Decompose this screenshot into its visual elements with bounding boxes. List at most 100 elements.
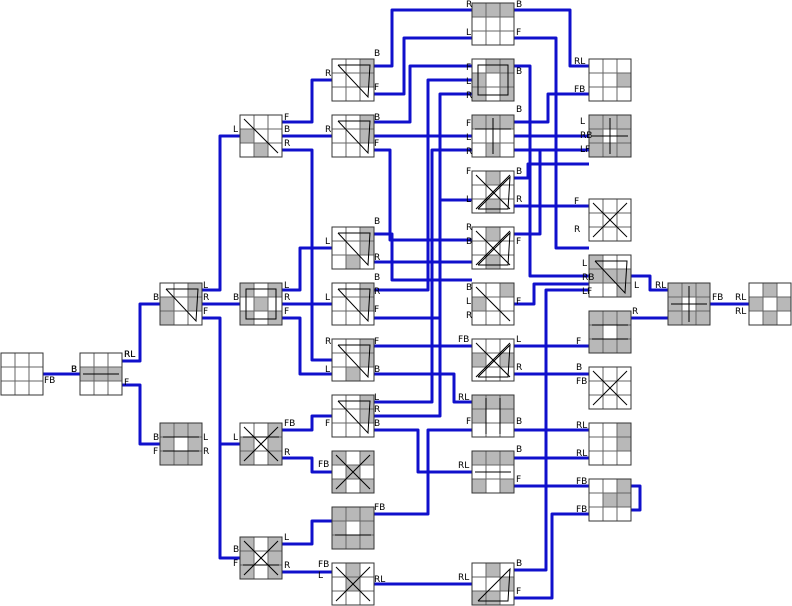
port-label: L [203, 281, 208, 291]
shaded-cell [486, 591, 500, 605]
shaded-cell [500, 115, 514, 129]
port-label: FB [374, 503, 385, 513]
shaded-cell [617, 493, 631, 507]
port-label: RL [576, 449, 587, 459]
shaded-cell [268, 437, 282, 451]
shaded-cell [668, 283, 682, 297]
shaded-cell [332, 507, 346, 521]
shaded-cell [346, 255, 360, 269]
connector-wire-35 [514, 64, 589, 278]
shaded-cell [500, 577, 514, 591]
state-node-n28 [588, 114, 632, 158]
shaded-cell [332, 535, 346, 549]
state-node-n29 [588, 58, 632, 102]
port-label: R [466, 0, 472, 10]
port-label: R [325, 337, 331, 347]
port-label: F [325, 419, 330, 429]
shaded-cell [160, 297, 174, 311]
port-label: F [466, 167, 471, 177]
shaded-cell [589, 143, 603, 157]
port-label: RL [124, 350, 135, 360]
shaded-cell [346, 563, 360, 577]
port-label: R [284, 561, 290, 571]
shaded-cell [500, 409, 514, 423]
shaded-cell [188, 297, 202, 311]
connector-wire-13 [282, 414, 332, 432]
shaded-cell [617, 283, 631, 297]
port-label: F [516, 297, 521, 307]
state-node-n23 [471, 338, 515, 382]
shaded-cell [332, 521, 346, 535]
shaded-cell [617, 143, 631, 157]
node-border [331, 226, 375, 270]
shaded-cell [240, 129, 254, 143]
port-label: R [516, 363, 522, 373]
shaded-cell [617, 311, 631, 325]
node-border [588, 58, 632, 102]
node-border [471, 450, 515, 494]
shaded-cell [486, 3, 500, 17]
node-border [239, 536, 283, 580]
shaded-cell [160, 311, 174, 325]
shaded-cell [160, 423, 174, 437]
shaded-cell [472, 591, 486, 605]
state-node-n0 [0, 352, 44, 396]
port-label: R [284, 448, 290, 458]
connector-wire-1 [122, 302, 160, 363]
shaded-cell [763, 311, 777, 325]
shaded-cell [500, 283, 514, 297]
connector-wire-15 [282, 519, 332, 546]
shaded-cell [500, 73, 514, 87]
port-label: B [516, 167, 522, 177]
node-border [471, 338, 515, 382]
shaded-cell [360, 507, 374, 521]
cross-mark [475, 342, 511, 378]
port-label: L [233, 125, 238, 135]
diagonal-mark [243, 118, 279, 154]
shaded-cell [360, 521, 374, 535]
state-node-n3 [159, 422, 203, 466]
node-border [748, 282, 792, 326]
node-border [331, 562, 375, 606]
state-node-n7 [239, 536, 283, 580]
node-border [471, 282, 515, 326]
port-label: F [374, 83, 379, 93]
port-label: L [325, 365, 330, 375]
port-label: FB [574, 85, 585, 95]
wire-layer [42, 8, 749, 600]
port-label: B [466, 283, 472, 293]
shaded-cell [617, 115, 631, 129]
shaded-cell [589, 115, 603, 129]
node-border [79, 352, 123, 396]
port-label: R [466, 223, 472, 233]
connector-wire-41 [514, 148, 589, 236]
shaded-cell [617, 479, 631, 493]
cross-mark [592, 370, 628, 406]
shaded-cell [486, 227, 500, 241]
port-label: FB [318, 460, 329, 470]
shaded-cell [500, 451, 514, 465]
port-label: R [284, 139, 290, 149]
node-border [588, 254, 632, 298]
port-label: R [284, 293, 290, 303]
shaded-cell [160, 451, 174, 465]
state-node-n14 [331, 450, 375, 494]
port-label: B [284, 125, 290, 135]
port-label: RB [580, 131, 592, 141]
shaded-cell [472, 297, 486, 311]
triangle-mark [477, 567, 511, 602]
shaded-cell [240, 551, 254, 565]
port-label: B [233, 545, 239, 555]
node-border [331, 282, 375, 326]
node-border [588, 366, 632, 410]
port-label: F [466, 119, 471, 129]
shaded-cell [617, 423, 631, 437]
connector-wire-6 [218, 444, 240, 560]
port-label: B [516, 0, 522, 10]
port-label: FB [44, 376, 55, 386]
connector-wire-7 [282, 78, 332, 124]
port-label: B [233, 293, 239, 303]
state-node-n38 [748, 282, 792, 326]
port-label: F [374, 139, 379, 149]
shaded-cell [360, 59, 374, 73]
